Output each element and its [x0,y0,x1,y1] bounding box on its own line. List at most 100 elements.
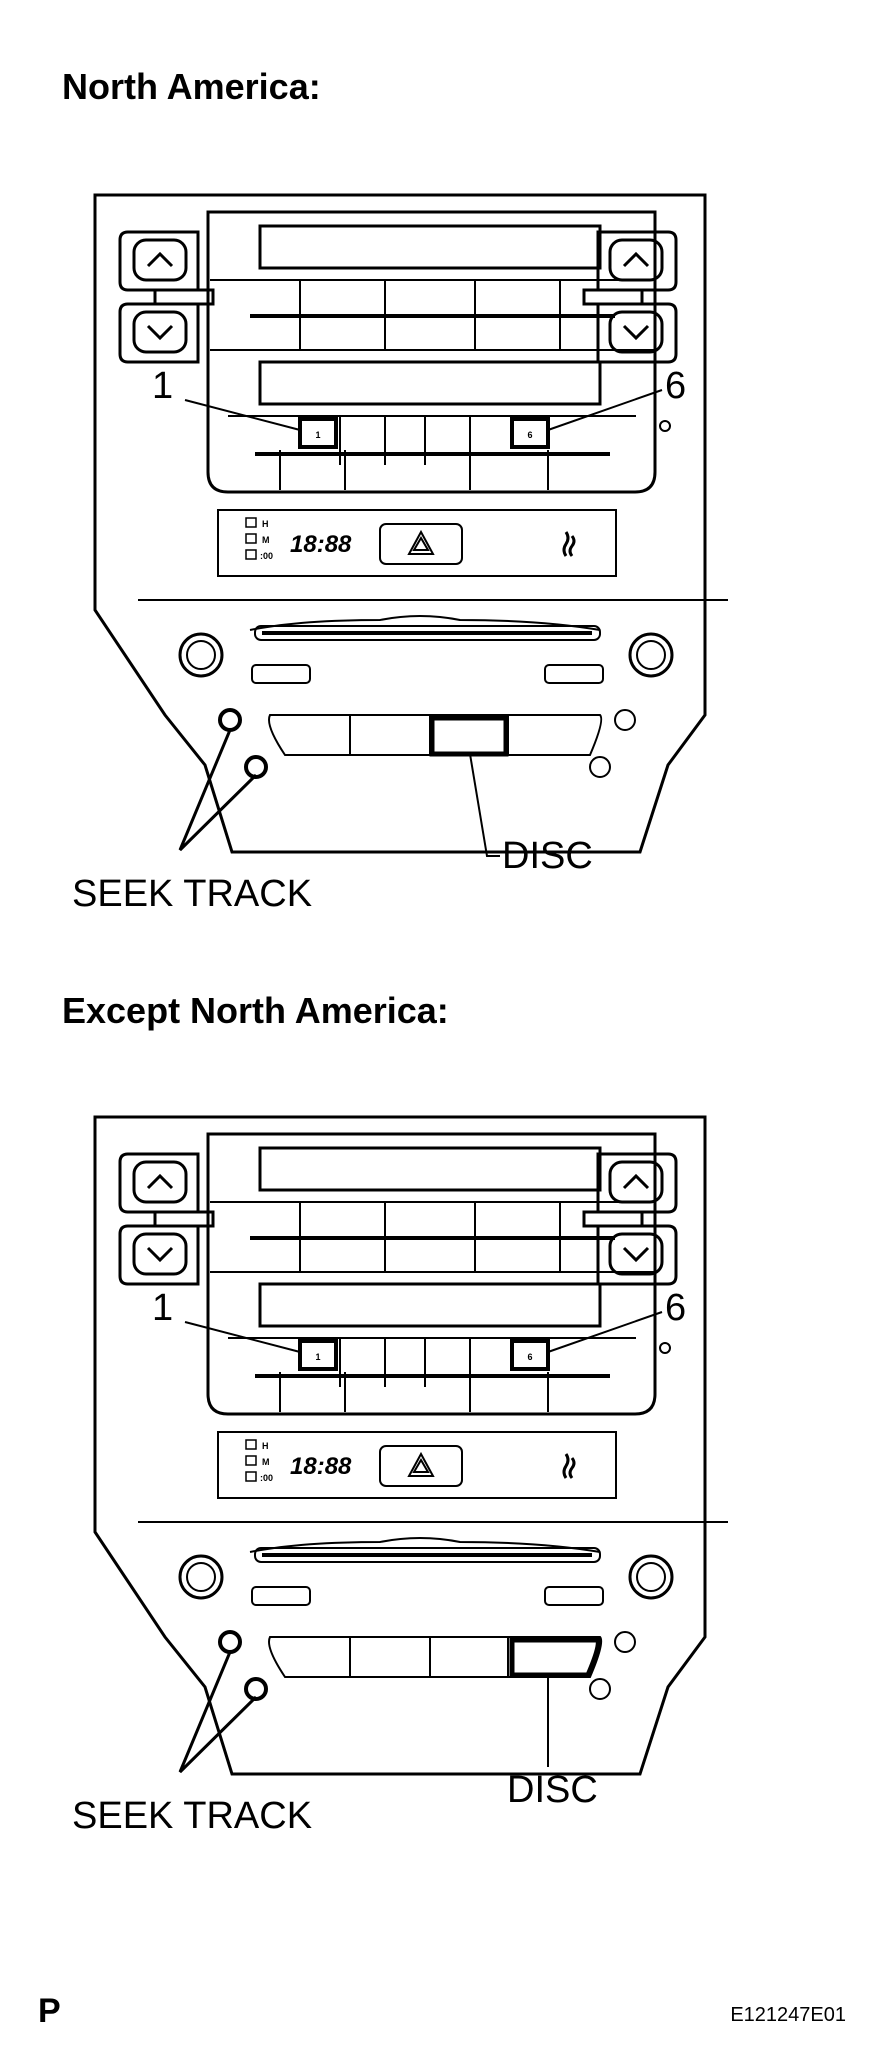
preset-buttons [228,415,636,490]
chevron-up-icon [146,1173,174,1190]
climate-display [258,1146,602,1192]
callout-line-6 [547,1311,663,1353]
hazard-button[interactable] [379,1445,463,1487]
audio-panel-except-north-america: 1 6 1 6 H M :00 18:88 DISC SEEK TRACK [72,1115,728,1837]
minute-button[interactable] [245,1455,257,1466]
disc-slot [254,625,601,641]
preset-1-button[interactable] [298,1339,338,1371]
chevron-down-icon [146,324,174,341]
seek-down-button[interactable] [244,755,268,779]
preset-1-text: 1 [315,1352,320,1362]
preset-buttons [228,1337,636,1412]
reset-indicator: :00 [260,551,273,561]
tune-down-button[interactable] [589,1678,611,1700]
callout-label-1: 1 [152,1287,173,1329]
hour-button[interactable] [245,1439,257,1450]
clock-display: 18:88 [290,1453,352,1480]
section-heading-except-north-america: Except North America: [62,990,449,1031]
mode-button[interactable] [544,1586,604,1606]
section-heading-north-america: North America: [62,66,321,107]
mode-button[interactable] [544,664,604,684]
callout-label-disc: DISC [507,1769,598,1811]
source-buttons-row [268,714,603,756]
left-up-button[interactable] [132,1160,188,1204]
disc-slot-top [249,615,601,631]
tune-up-button[interactable] [614,1631,636,1653]
hour-indicator: H [262,519,269,529]
chevron-up-icon [622,251,650,268]
climate-buttons [210,1201,654,1273]
footer-page-letter: P [38,1992,61,2030]
seat-heater-icon [562,1453,576,1479]
seek-up-button[interactable] [218,1630,242,1654]
callout-line-seek [178,729,258,852]
clock-strip [217,509,617,577]
left-down-button[interactable] [132,1232,188,1276]
callout-line-1 [184,399,301,431]
right-knob[interactable] [628,1554,674,1600]
upper-housing [206,210,657,494]
left-knob[interactable] [178,1554,224,1600]
callout-label-6: 6 [665,365,686,407]
preset-6-text: 6 [527,1352,532,1362]
seat-heater-icon [562,531,576,557]
seek-up-button[interactable] [218,708,242,732]
hazard-icon [407,1451,435,1477]
radio-display [258,1282,602,1328]
left-up-button[interactable] [132,238,188,282]
right-scroll-buttons [582,1152,678,1286]
chevron-up-icon [622,1173,650,1190]
reset-button[interactable] [245,1471,257,1482]
audio-panel-north-america: 1 6 1 6 H M :00 18:88 DISC SEEK TRACK [72,193,728,915]
callout-line-seek [178,1651,258,1774]
preset-1-button[interactable] [298,417,338,449]
eject-button[interactable] [251,1586,311,1606]
disc-button[interactable] [429,715,509,757]
chevron-down-icon [622,324,650,341]
callout-label-disc: DISC [502,835,593,877]
callout-label-seek: SEEK TRACK [72,1795,312,1837]
upper-housing [206,1132,657,1416]
chevron-down-icon [622,1246,650,1263]
minute-button[interactable] [245,533,257,544]
right-scroll-buttons [582,230,678,364]
preset-6-button[interactable] [510,417,550,449]
climate-display [258,224,602,270]
hour-indicator: H [262,1441,269,1451]
callout-line-1 [184,1321,301,1353]
indicator-dot [659,420,671,432]
tune-down-button[interactable] [589,756,611,778]
footer-figure-code: E121247E01 [730,2004,846,2026]
clock-strip [217,1431,617,1499]
clock-display: 18:88 [290,531,352,558]
preset-1-text: 1 [315,430,320,440]
callout-line-6 [547,389,663,431]
hour-button[interactable] [245,517,257,528]
indicator-dot [659,1342,671,1354]
left-down-button[interactable] [132,310,188,354]
callout-label-1: 1 [152,365,173,407]
disc-slot-top [249,1537,601,1553]
hazard-button[interactable] [379,523,463,565]
right-down-button[interactable] [608,1232,664,1276]
minute-indicator: M [262,535,270,545]
right-down-button[interactable] [608,310,664,354]
source-buttons-row [268,1636,603,1678]
eject-button[interactable] [251,664,311,684]
disc-button[interactable] [509,1637,601,1678]
left-scroll-buttons [118,230,215,364]
preset-6-text: 6 [527,430,532,440]
left-scroll-buttons [118,1152,215,1286]
callout-line-disc [469,753,500,857]
tune-up-button[interactable] [614,709,636,731]
preset-6-button[interactable] [510,1339,550,1371]
chevron-up-icon [146,251,174,268]
radio-display [258,360,602,406]
seek-down-button[interactable] [244,1677,268,1701]
reset-indicator: :00 [260,1473,273,1483]
reset-button[interactable] [245,549,257,560]
callout-label-6: 6 [665,1287,686,1329]
right-knob[interactable] [628,632,674,678]
hazard-icon [407,529,435,555]
left-knob[interactable] [178,632,224,678]
